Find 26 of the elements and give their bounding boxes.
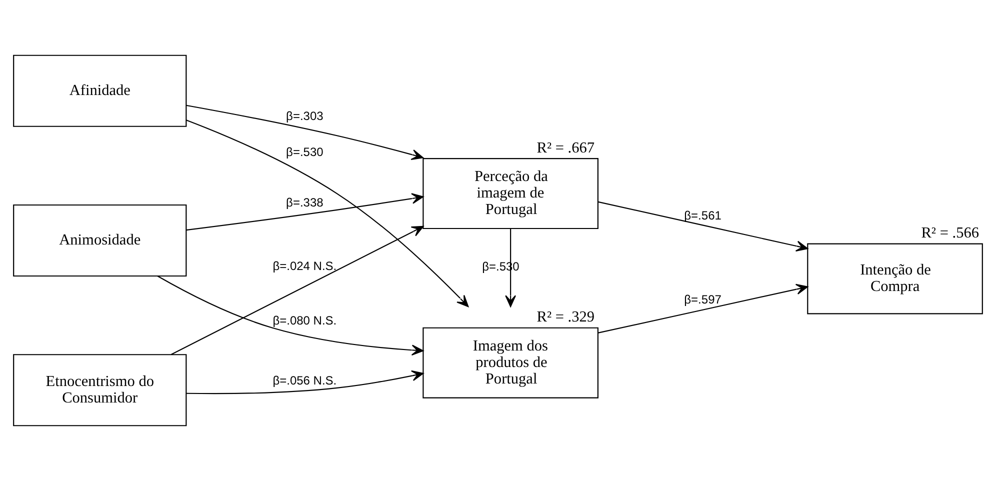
- node-box: Perceção da imagem de Portugal: [422, 158, 598, 230]
- node-label: R² = .566: [920, 224, 979, 242]
- edge-label: β=.024 N.S.: [272, 258, 336, 273]
- node-box: Etnocentrismo do Consumidor: [12, 354, 186, 426]
- node-box: Afinidade: [12, 54, 186, 127]
- arrow: [504, 228, 516, 308]
- arrow: [186, 104, 423, 160]
- edge-label: β=.561: [684, 208, 721, 223]
- arrow: [170, 226, 424, 355]
- edge-label: β=.338: [286, 195, 323, 210]
- node-label: R² = .667: [536, 139, 594, 156]
- node-box: Animosidade: [12, 204, 186, 277]
- arrow: [186, 120, 468, 308]
- arrow: [156, 276, 424, 356]
- edge-label: β=.530: [286, 145, 323, 160]
- node-box: Intenção de Compra: [806, 243, 982, 314]
- node-label: R² = .329: [536, 308, 594, 326]
- edge-label: β=.303: [286, 109, 323, 124]
- arrow: [598, 284, 808, 334]
- edge-label: β=.056 N.S.: [272, 373, 336, 388]
- edge-label: β=.597: [684, 292, 721, 307]
- arrow: [186, 370, 424, 394]
- arrow: [598, 201, 808, 252]
- node-box: Imagem dos produtos de Portugal: [422, 327, 598, 398]
- edge-label: β=.080 N.S.: [272, 313, 336, 328]
- arrow: [186, 193, 424, 231]
